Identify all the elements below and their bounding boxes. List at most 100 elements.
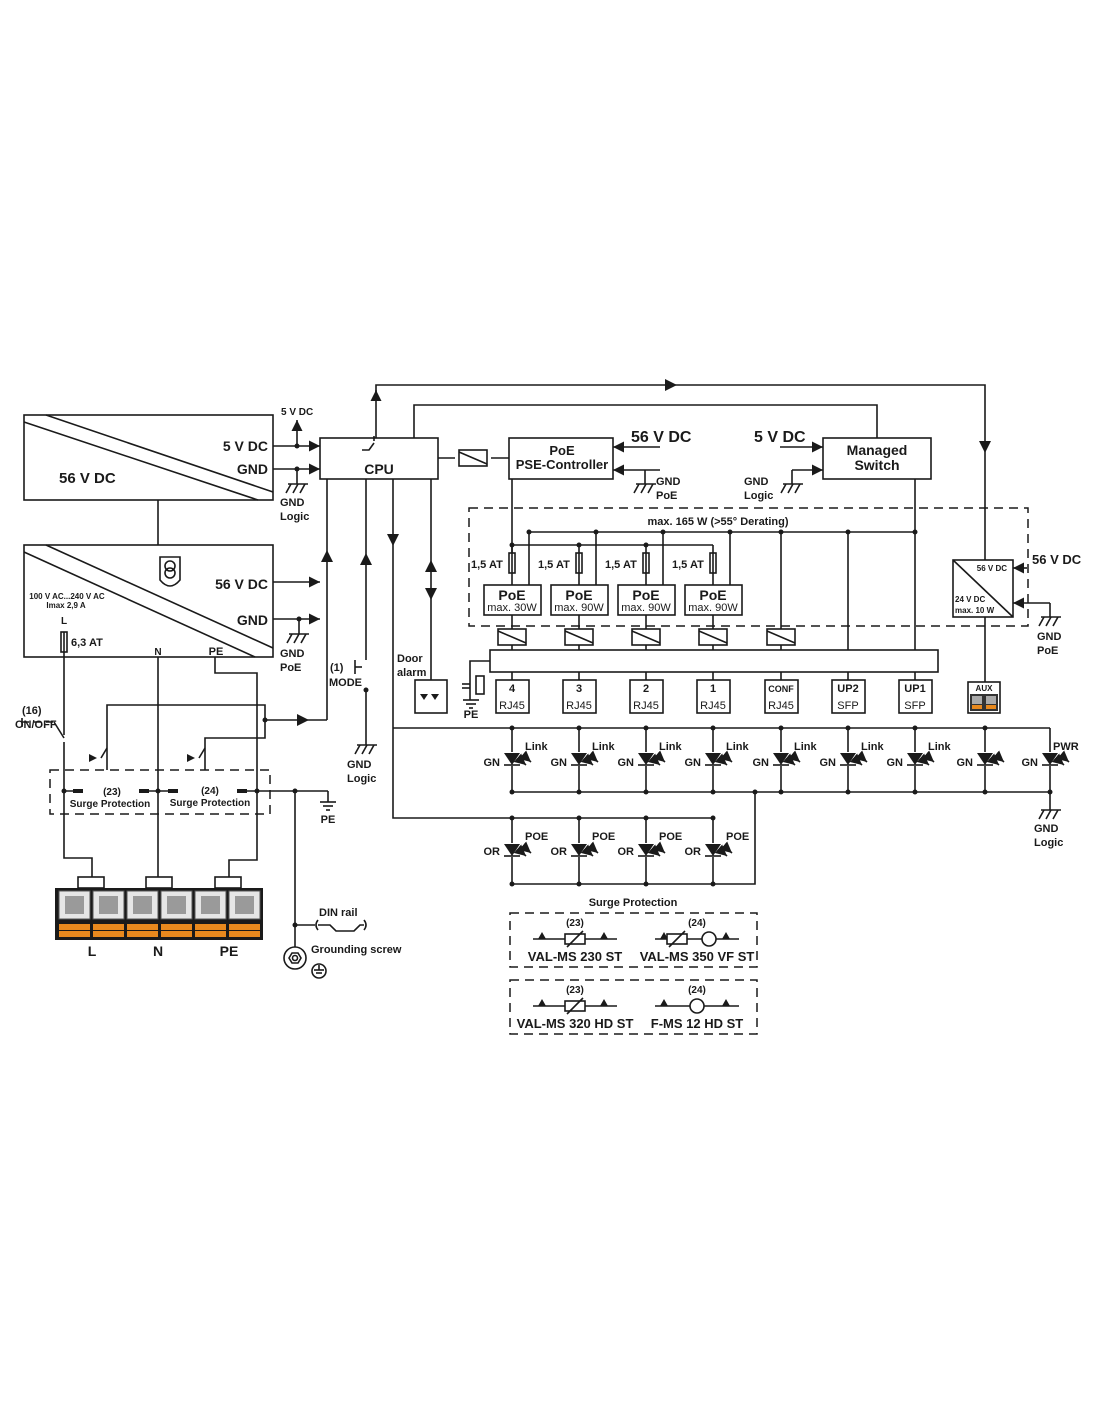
isolator-icon	[766, 628, 796, 646]
fuse-label: 1,5 AT	[672, 559, 704, 571]
surge-legend-box	[509, 979, 758, 1035]
switch-label: Switch	[854, 457, 899, 473]
aux-in-label: 56 V DC	[977, 564, 1007, 573]
pe-label: PE	[321, 814, 336, 826]
mode-button	[354, 660, 369, 745]
fuse-icon	[508, 552, 516, 574]
junction-dot	[509, 542, 515, 548]
gnd-logic-label: Logic	[1034, 837, 1063, 849]
led-name: POE	[525, 831, 548, 843]
led-color: OR	[484, 846, 501, 858]
poe-module-box	[684, 584, 743, 616]
mains-wiring	[21, 652, 329, 948]
aux-max-label: max. 10 W	[955, 606, 995, 615]
poe-module-title: PoE	[565, 587, 592, 603]
pse-controller-block: PoE PSE-Controller	[508, 437, 614, 480]
gnd-output-label: GND	[237, 612, 268, 628]
led-color: GN	[887, 757, 904, 769]
pse-label: PoE	[549, 443, 575, 458]
junction-dot	[912, 789, 918, 795]
led-color: GN	[957, 757, 974, 769]
fuse-icon	[709, 552, 717, 574]
terminal-label-l: L	[88, 943, 97, 959]
port-number: 3	[576, 683, 582, 695]
5v-tap-label: 5 V DC	[281, 407, 313, 418]
aux-supply-label: 56 V DC	[1032, 552, 1082, 567]
port-type: SFP	[904, 700, 925, 712]
fuse-label: 6,3 AT	[71, 637, 103, 649]
gnd-poe-label: GND	[656, 476, 681, 488]
56v-output-label: 56 V DC	[215, 576, 268, 592]
poe-module-max: max. 90W	[621, 602, 671, 614]
ac-dc-power-supply: 56 V DC GND 100 V AC...240 V AC Imax 2,9…	[23, 544, 274, 658]
led-name: Link	[592, 741, 615, 753]
mode-number: (1)	[330, 662, 344, 674]
wire	[668, 930, 686, 948]
led-color: OR	[618, 846, 635, 858]
junction-dot	[778, 789, 784, 795]
aux-port[interactable]: AUX	[967, 681, 1001, 714]
derating-label: max. 165 W (>55° Derating)	[647, 516, 788, 528]
din-rail-icon	[315, 919, 367, 932]
spark-gap-tips	[660, 999, 730, 1006]
gnd-poe-label: GND	[280, 648, 305, 660]
junction-dot	[643, 789, 649, 795]
gnd-logic-label: GND	[744, 476, 769, 488]
port-type: RJ45	[700, 700, 726, 712]
led-name: POE	[592, 831, 615, 843]
mode-label: MODE	[329, 677, 362, 689]
port-number: UP1	[904, 683, 925, 695]
junction-dot	[576, 789, 582, 795]
spark-gap-tips	[538, 932, 608, 939]
ground-icon	[285, 483, 309, 494]
gas-discharge-tube-icon	[689, 998, 705, 1014]
terminal-screw-head	[99, 896, 118, 914]
junction-dot	[576, 725, 582, 731]
terminal-block[interactable]	[55, 876, 263, 940]
port-number: 2	[643, 683, 649, 695]
door-alarm-label: Door	[397, 653, 423, 665]
imax-label: Imax 2,9 A	[46, 601, 86, 610]
terminal-screw-head	[65, 896, 84, 914]
junction-dot	[643, 542, 649, 548]
cpu-label: CPU	[364, 461, 394, 477]
gnd-poe-label: PoE	[1037, 645, 1058, 657]
gnd-poe-label: GND	[1037, 631, 1062, 643]
terminal-screw-head	[133, 896, 152, 914]
aux-converter: 56 V DC 24 V DC max. 10 W	[952, 559, 1014, 618]
switch-supply-label: 5 V DC	[754, 429, 806, 446]
poe-area-border	[468, 507, 1029, 627]
port-box	[495, 679, 530, 714]
junction-dot	[509, 789, 515, 795]
terminal-screw-head	[201, 896, 220, 914]
grounding-screw-icon	[283, 946, 307, 970]
fuse-label: 1,5 AT	[605, 559, 637, 571]
surge-device-name: VAL-MS 230 ST	[528, 949, 622, 964]
switch-backplane	[489, 649, 939, 673]
transformer-icon	[159, 556, 181, 587]
junction-dot	[526, 529, 532, 535]
led-name: POE	[726, 831, 749, 843]
surge-device-symbol	[533, 997, 617, 1015]
terminal-label-pe: PE	[220, 943, 239, 959]
dc-input-label: 56 V DC	[59, 470, 116, 487]
junction-dot	[1047, 789, 1053, 795]
junction-dot	[576, 881, 582, 887]
isolator-icon	[458, 449, 488, 467]
pe-earth-icon	[319, 801, 337, 811]
gnd-poe-label: PoE	[280, 662, 301, 674]
surge-legend-title: Surge Protection	[589, 897, 678, 909]
led-color: GN	[753, 757, 770, 769]
switch-label: Managed	[847, 442, 908, 458]
port-number: 4	[509, 683, 516, 695]
poe-module-max: max. 90W	[688, 602, 738, 614]
